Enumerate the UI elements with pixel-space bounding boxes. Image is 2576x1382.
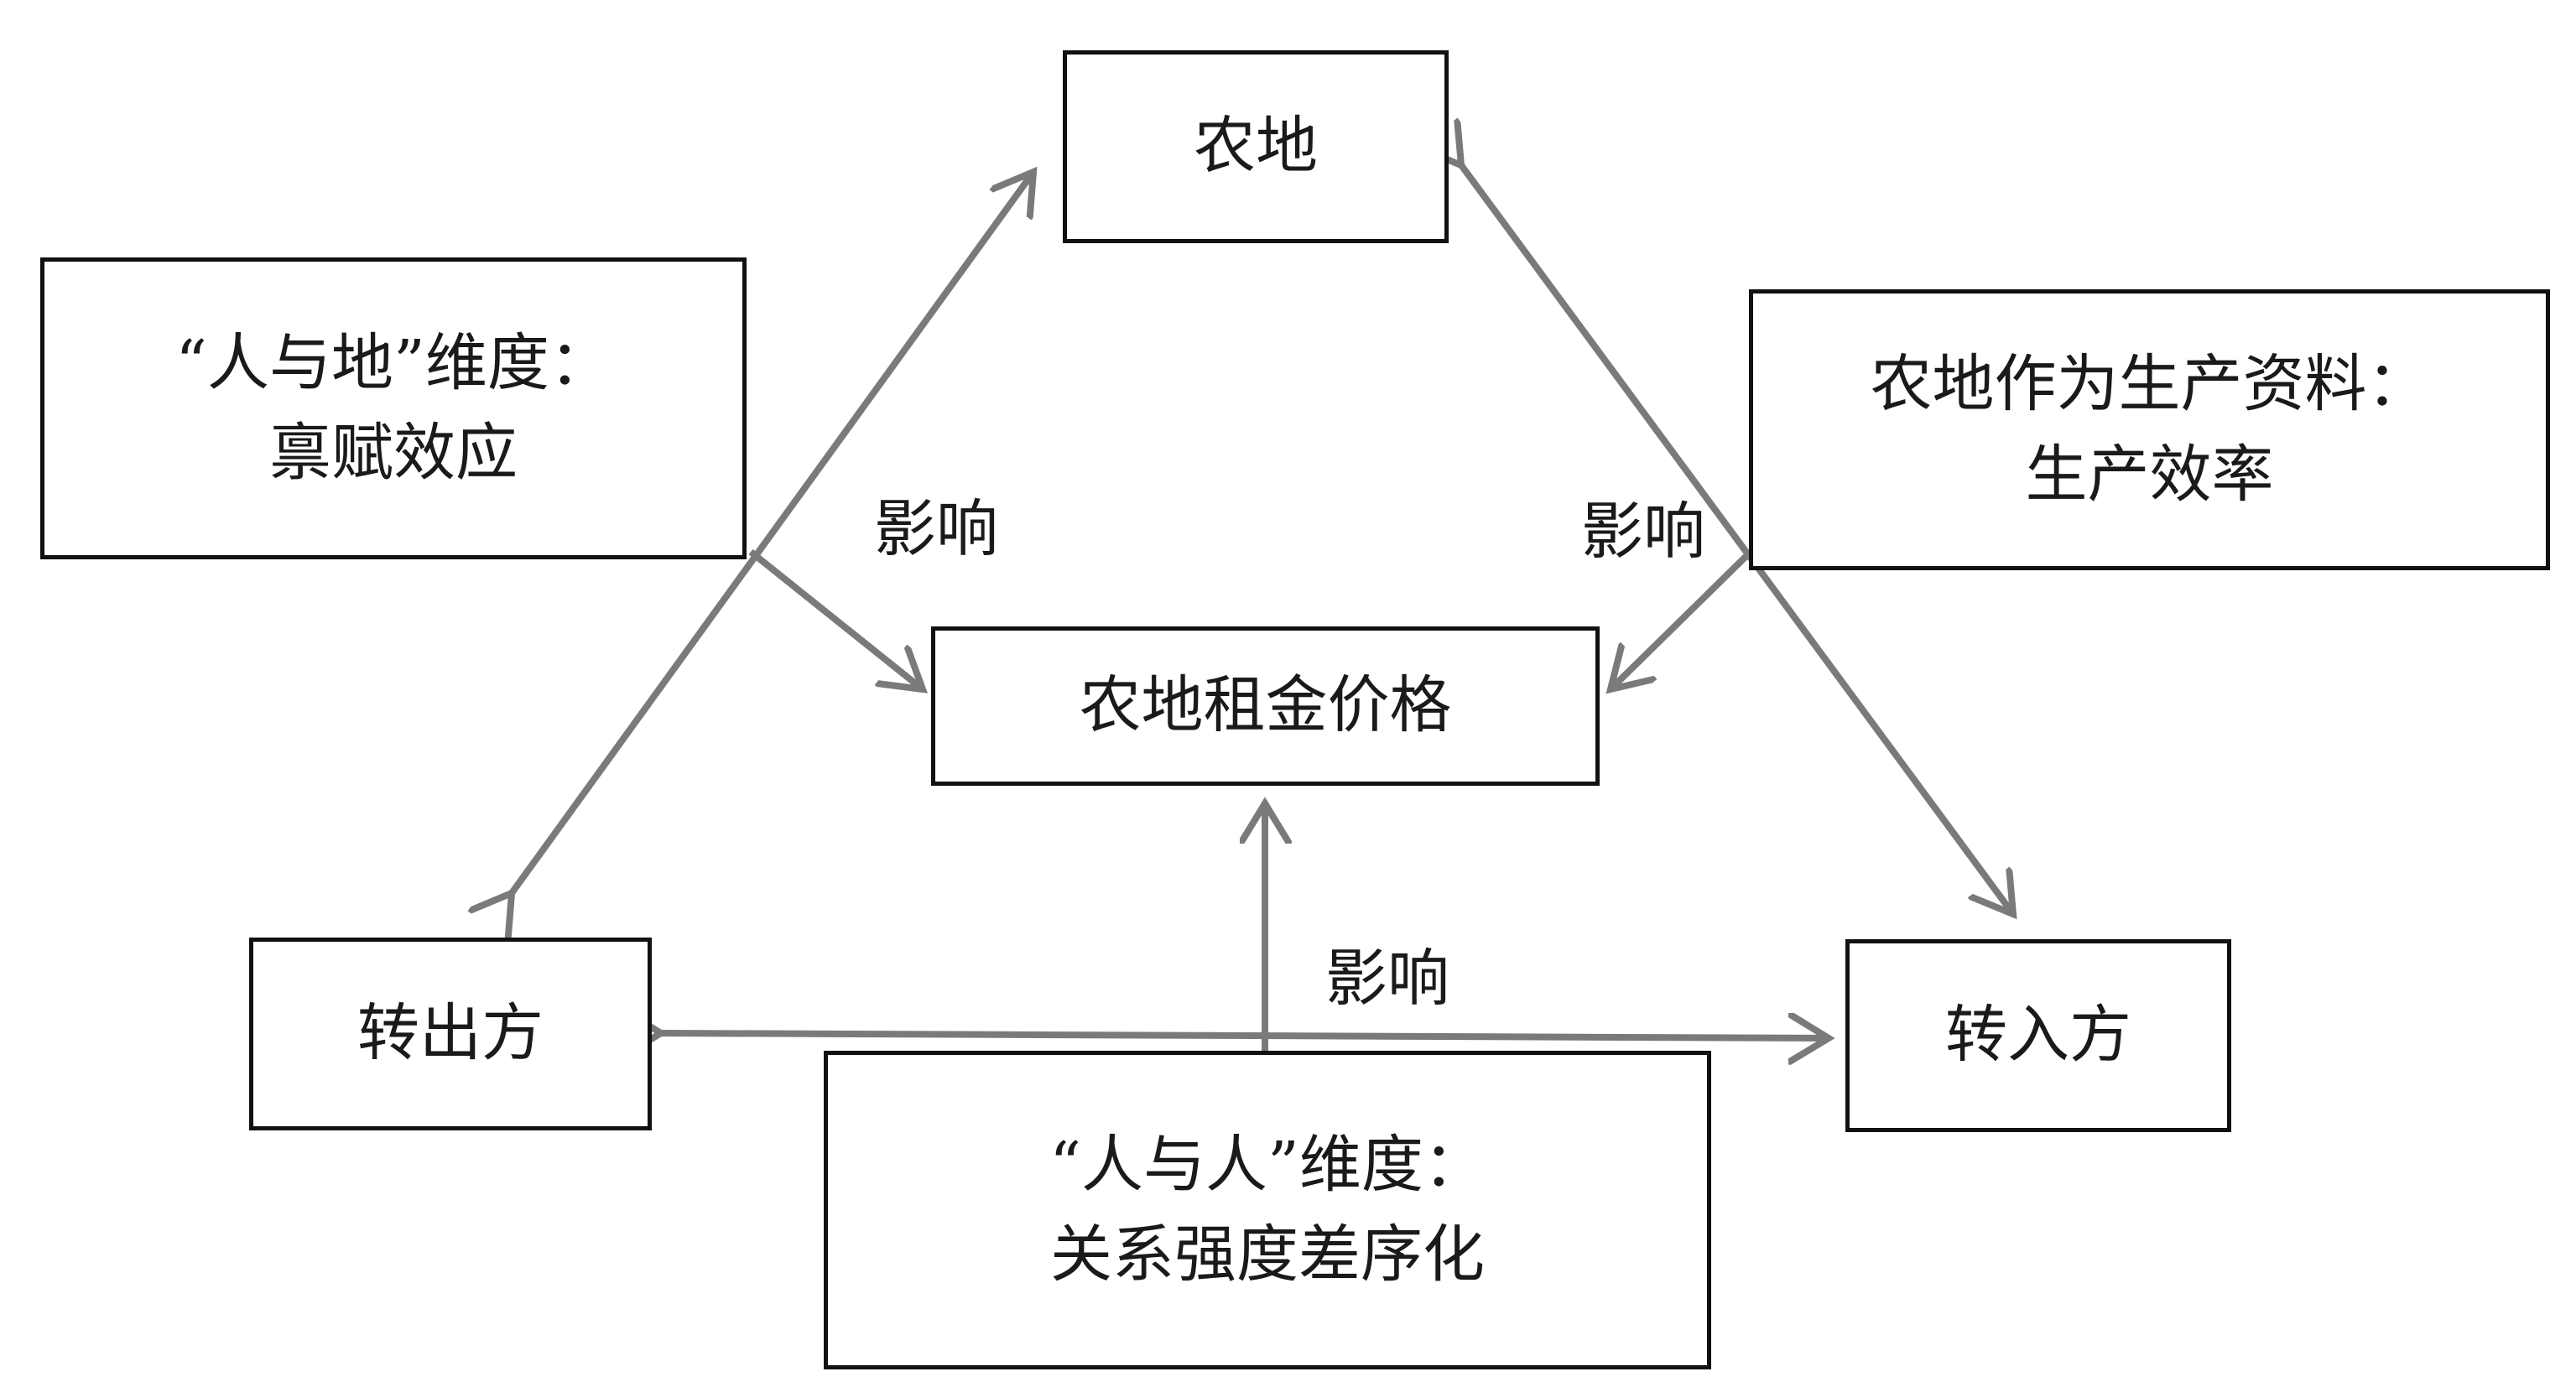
node-rent-price: 农地租金价格 <box>931 626 1600 786</box>
node-rent-price-label: 农地租金价格 <box>1079 669 1452 742</box>
arrow-production-to-price <box>1611 551 1751 689</box>
influence-label-bottom: 影响 <box>1325 943 1449 1015</box>
node-person-land-dimension: “人与地”维度： 禀赋效应 <box>40 257 747 559</box>
node-farmland: 农地 <box>1063 50 1449 243</box>
node-transferor-label: 转出方 <box>357 997 544 1070</box>
production-title: 农地作为生产资料： <box>1870 348 2429 421</box>
person-person-title: “人与人”维度： <box>1049 1128 1486 1201</box>
influence-label-left: 影响 <box>874 493 998 565</box>
node-transferor: 转出方 <box>249 938 652 1130</box>
person-land-subtitle: 禀赋效应 <box>269 417 518 489</box>
node-transferee-label: 转入方 <box>1945 999 2131 1072</box>
node-farmland-label: 农地 <box>1194 110 1318 183</box>
production-subtitle: 生产效率 <box>2025 438 2274 511</box>
node-transferee: 转入方 <box>1845 939 2231 1132</box>
arrow-farmland-transferee <box>1461 165 2013 914</box>
arrow-person-land-to-price <box>748 548 923 689</box>
arrow-transferor-transferee <box>661 1033 1829 1038</box>
node-production-dimension: 农地作为生产资料： 生产效率 <box>1749 289 2550 570</box>
arrow-transferor-farmland <box>512 172 1033 893</box>
influence-label-right: 影响 <box>1581 496 1705 568</box>
person-land-title: “人与地”维度： <box>175 326 611 399</box>
person-person-subtitle: 关系强度差序化 <box>1050 1218 1485 1291</box>
node-person-person-dimension: “人与人”维度： 关系强度差序化 <box>824 1051 1711 1369</box>
